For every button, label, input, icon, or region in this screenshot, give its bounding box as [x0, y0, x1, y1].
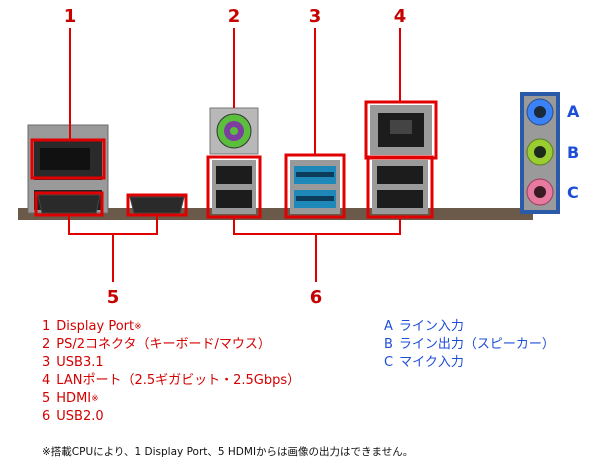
line-out-jack [526, 138, 554, 166]
hdmi-port-right [129, 196, 185, 214]
callout-number-4: 4 [394, 6, 407, 27]
usb2-ports-left [212, 160, 256, 214]
ps2-port [209, 107, 259, 155]
callout-letter-c: C [567, 183, 579, 202]
line-in-jack [526, 98, 554, 126]
mic-in-jack [526, 178, 554, 206]
callout-letter-b: B [567, 143, 579, 162]
callout-letter-a: A [567, 102, 580, 121]
callout-number-1: 1 [64, 6, 77, 27]
usb2-ports-right [372, 160, 428, 214]
callout-number-3: 3 [309, 6, 322, 27]
footnote: ※搭載CPUにより、1 Display Port、5 HDMIからは画像の出力は… [42, 446, 414, 458]
usb31-ports [290, 160, 340, 214]
callout-number-6: 6 [310, 287, 323, 308]
displayport-highlight [30, 138, 106, 180]
callout-number-2: 2 [228, 6, 241, 27]
callout-number-5: 5 [107, 287, 120, 308]
hdmi-port-left [37, 194, 101, 214]
lan-port [370, 105, 432, 155]
